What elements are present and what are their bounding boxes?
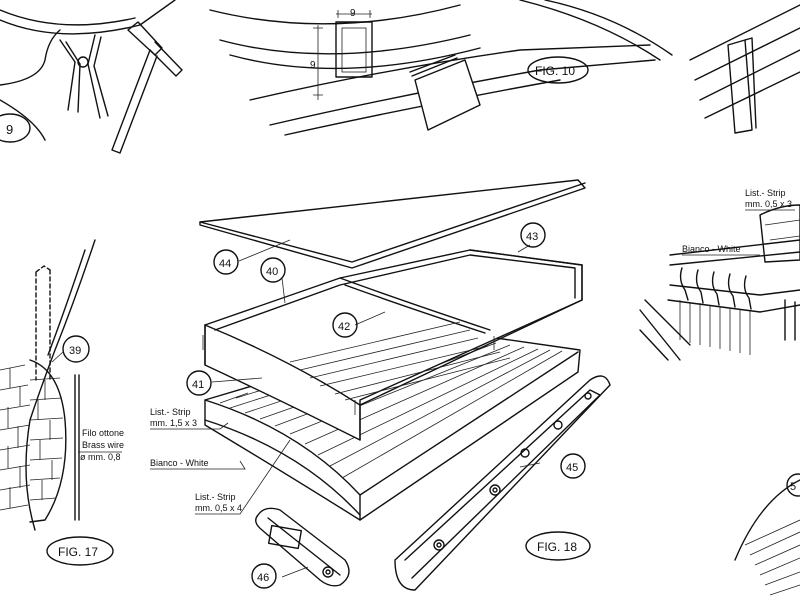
strip-3-size-label: mm. 0,5 x 3	[745, 199, 792, 209]
fig17-illustration: 39 Filo ottone Brass wire ø mm. 0,8 FIG.…	[0, 239, 124, 566]
strip-3-label: List.- Strip	[745, 188, 786, 198]
hammer-icon	[111, 21, 183, 154]
part-5x-label: 5	[790, 481, 796, 493]
baluster-row	[679, 267, 752, 310]
bottom-right-detail: 5	[734, 473, 800, 596]
part-41-label: 41	[192, 379, 204, 391]
strip-1-label: List.- Strip	[150, 407, 191, 417]
part-42-label: 42	[338, 321, 350, 333]
dimension-9-horizontal: 9	[350, 8, 356, 19]
brick-hull-pattern	[0, 364, 64, 511]
balustrade-detail: List.- Strip mm. 0,5 x 3 Bianco - White	[639, 188, 800, 361]
strip-1-size-label: mm. 1,5 x 3	[150, 418, 197, 428]
bianco-white-2-label: Bianco - White	[682, 244, 741, 254]
part-41-frame	[202, 249, 583, 441]
fig9-illustration: 9	[0, 0, 183, 154]
part-46-bracket	[255, 507, 350, 587]
fig9-label: 9	[6, 122, 13, 137]
part-45-label: 45	[566, 462, 578, 474]
planking-detail	[689, 4, 800, 134]
dimension-9-vertical: 9	[310, 60, 316, 71]
strip-2-size-label: mm. 0,5 x 4	[195, 503, 242, 513]
part-43-label: 43	[526, 231, 538, 243]
brass-wire-label: Brass wire	[82, 440, 124, 450]
fig18-label: FIG. 18	[537, 540, 577, 554]
part-40-label: 40	[266, 266, 278, 278]
part-45-side-strip	[394, 375, 611, 591]
part-44-label: 44	[219, 258, 231, 270]
pliers-icon	[59, 34, 109, 119]
strip-2-label: List.- Strip	[195, 492, 236, 502]
part-46-label: 46	[257, 572, 269, 584]
fig10-label: FIG. 10	[535, 64, 575, 78]
part-39-label: 39	[69, 345, 81, 357]
fig17-label: FIG. 17	[58, 545, 98, 559]
bianco-white-label: Bianco - White	[150, 458, 209, 468]
part-44-top-panel	[199, 179, 586, 269]
fig18-assembly: 44 40 42 43 41 45 46 List.- Strip mm. 1,…	[150, 179, 611, 591]
brass-wire-size-label: ø mm. 0,8	[80, 452, 121, 462]
filo-ottone-label: Filo ottone	[82, 428, 124, 438]
inner-planking	[289, 321, 511, 401]
fig10-illustration: 9 9 FIG. 10	[209, 0, 673, 136]
